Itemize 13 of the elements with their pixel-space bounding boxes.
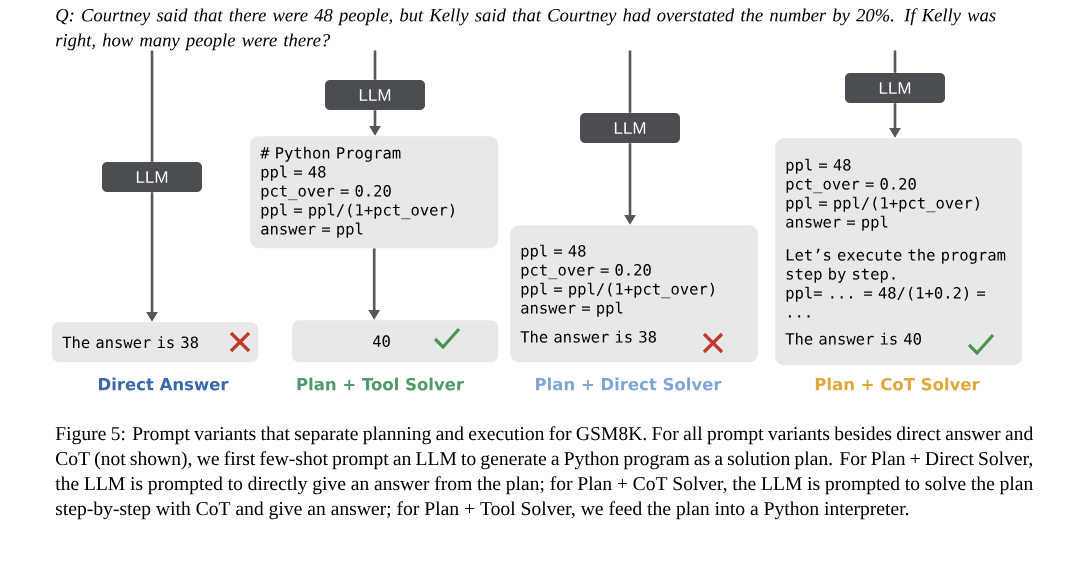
column-title: Plan + Direct Solver [536,377,722,391]
code-box: ppl = 48 pct_over = 0.20 ppl = ppl/(1+pct_over) answer = ppl Let’s execute the program step by step. ppl= ... = 48/(1+0.2) = ... The answer is 40 [775,138,1023,366]
answer-box: 40 [292,320,499,363]
llm-box: LLM [845,73,945,103]
llm-box: LLM [102,162,202,192]
answer-box: The answer is 38 [52,322,259,363]
code-box: # Python Program ppl = 48 pct_over = 0.20 ppl = ppl/(1+pct_over) answer = ppl [250,136,499,249]
question-text: Q: Courtney said that there were 48 people, but Kelly said that Courtney had overstated the number by 20%. If Kelly was right, how many people were there? [55,8,996,51]
code-box: ppl = 48 pct_over = 0.20 ppl = ppl/(1+pct_over) answer = ppl The answer is 38 [510,225,759,363]
column-title: Plan + Tool Solver [297,377,464,391]
llm-box: LLM [580,113,680,143]
llm-box: LLM [325,80,425,110]
figure-caption: Figure 5: Prompt variants that separate planning and execution for GSM8K. For all prompt variants besides direct answer and CoT (not shown), we first few-shot prompt an LLM to generate a Python program as a solution plan. For Plan + Direct Solver, the LLM is prompted to directly give an answer from the plan; for Plan + CoT Solver, the LLM is prompted to solve the plan step-by-step with CoT and give an answer; for Plan + Tool Solver, we feed the plan into a Python interpreter. [55,426,1034,520]
